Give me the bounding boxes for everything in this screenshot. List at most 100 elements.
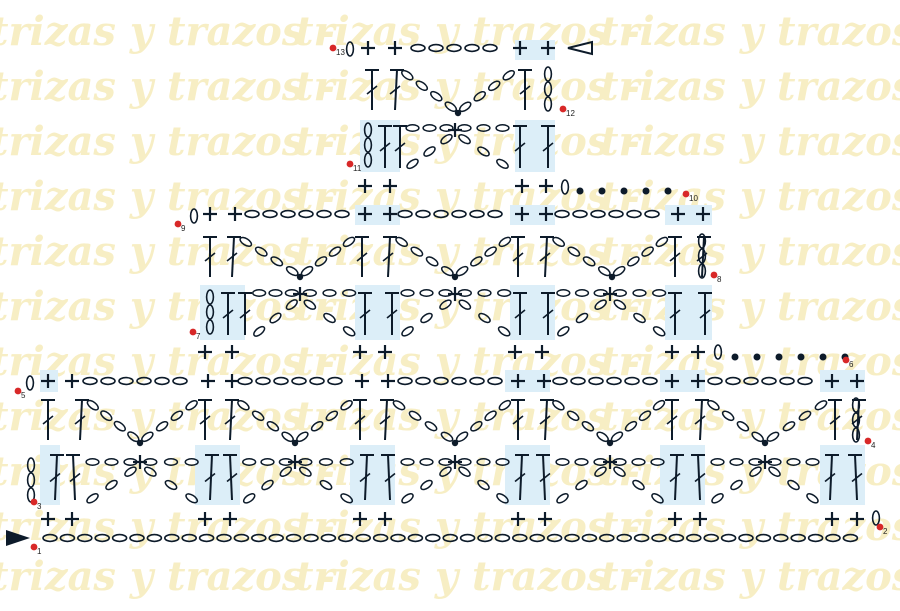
highlight-block	[665, 205, 712, 225]
double-crochet-icon	[514, 454, 529, 501]
chain-stitch-icon	[598, 533, 615, 543]
chain-stitch-icon	[570, 376, 586, 386]
slip-stitch-icon	[136, 439, 144, 447]
chain-stitch-icon	[260, 458, 275, 466]
chain-stitch-icon	[237, 399, 250, 411]
chain-stitch-icon	[111, 533, 128, 543]
chain-stitch-icon	[285, 533, 302, 543]
highlight-block	[505, 370, 550, 392]
single-crochet-icon	[603, 287, 617, 301]
watermark-text: trizas y trazos -	[0, 173, 335, 220]
single-crochet-icon	[198, 512, 212, 526]
watermark-text: trizas y trazos -	[600, 118, 900, 165]
single-crochet-icon	[448, 455, 462, 469]
double-crochet-icon	[541, 292, 555, 335]
single-crochet-icon	[850, 512, 864, 526]
chain-stitch-icon	[406, 158, 419, 170]
chain-stitch-icon	[255, 376, 271, 386]
single-crochet-icon	[850, 374, 864, 388]
single-crochet-icon	[537, 374, 551, 388]
double-crochet-icon	[378, 125, 392, 168]
chain-stitch-icon	[100, 376, 116, 386]
chain-stitch-icon	[328, 246, 342, 257]
double-crochet-icon	[539, 236, 554, 278]
single-crochet-icon	[378, 345, 392, 359]
single-crochet-icon	[383, 207, 397, 221]
chain-stitch-icon	[487, 80, 501, 92]
chain-stitch-icon	[766, 431, 780, 442]
chain-stitch-icon	[613, 466, 626, 477]
watermark-text: trizas y trazos -	[600, 8, 900, 55]
chain-stitch-icon	[720, 533, 737, 543]
chain-stitch-icon	[320, 533, 337, 543]
chain-stitch-icon	[205, 289, 215, 305]
single-crochet-icon	[513, 41, 527, 55]
slip-stitch-icon	[454, 109, 462, 117]
single-crochet-icon	[358, 207, 372, 221]
chain-stitch-icon	[556, 493, 569, 504]
single-crochet-icon	[133, 455, 147, 469]
chain-stitch-icon	[439, 124, 454, 132]
double-crochet-icon	[353, 399, 367, 440]
chain-stitch-icon	[554, 209, 570, 219]
chain-stitch-icon	[205, 319, 215, 335]
double-crochet-icon	[694, 399, 709, 441]
chain-stitch-icon	[262, 209, 278, 219]
chain-stitch-icon	[552, 399, 565, 411]
chain-stitch-icon	[497, 326, 511, 337]
single-crochet-icon	[381, 374, 395, 388]
watermark-text: trizas y trazos -	[0, 63, 335, 110]
chain-stitch-icon	[478, 312, 491, 324]
single-crochet-icon	[361, 41, 375, 55]
chain-stitch-icon	[337, 533, 354, 543]
chain-stitch-icon	[254, 246, 268, 257]
chain-stitch-icon	[606, 376, 622, 386]
watermark-text: trizas y trazos -	[0, 8, 335, 55]
chain-stitch-icon	[842, 533, 859, 543]
chain-stitch-icon	[616, 533, 633, 543]
chain-stitch-icon	[242, 458, 257, 466]
watermark-text: trizas y trazos -	[0, 503, 335, 550]
single-crochet-icon	[691, 374, 705, 388]
chain-stitch-icon	[279, 466, 293, 477]
single-crochet-icon	[691, 345, 705, 359]
single-crochet-icon	[541, 41, 555, 55]
watermark-text: trizas y trazos -	[0, 118, 335, 165]
chain-stitch-icon	[713, 344, 723, 360]
chain-stitch-icon	[129, 533, 145, 543]
chain-stitch-icon	[205, 304, 215, 320]
chain-stitch-icon	[439, 466, 452, 477]
double-crochet-icon	[41, 399, 55, 440]
single-crochet-icon	[539, 207, 553, 221]
slip-stitch-icon	[598, 187, 606, 195]
chain-stitch-icon	[572, 209, 588, 219]
single-crochet-icon	[538, 512, 552, 526]
chain-stitch-icon	[419, 458, 434, 466]
chain-stitch-icon	[751, 431, 764, 443]
single-crochet-icon	[288, 455, 302, 469]
watermark-text: trizas y trazos -	[295, 118, 640, 165]
chain-stitch-icon	[477, 146, 490, 157]
chain-stitch-icon	[459, 533, 476, 543]
end-triangle-icon	[567, 40, 593, 56]
chain-stitch-icon	[574, 458, 589, 466]
chain-stitch-icon	[814, 400, 828, 411]
chain-stitch-icon	[451, 376, 467, 386]
chain-stitch-icon	[439, 299, 452, 310]
chain-stitch-icon	[415, 80, 429, 92]
chain-stitch-icon	[851, 427, 861, 443]
chain-stitch-icon	[273, 376, 289, 386]
chain-stitch-icon	[529, 533, 546, 543]
chain-stitch-icon	[477, 289, 492, 297]
chain-stitch-icon	[363, 122, 373, 138]
chain-stitch-icon	[779, 376, 795, 386]
chain-stitch-icon	[482, 43, 498, 53]
chain-stitch-icon	[710, 458, 725, 466]
double-crochet-icon	[668, 236, 682, 277]
row-marker-icon	[876, 523, 884, 531]
chain-stitch-icon	[397, 376, 413, 386]
chain-stitch-icon	[457, 124, 472, 132]
chain-stitch-icon	[555, 458, 570, 466]
